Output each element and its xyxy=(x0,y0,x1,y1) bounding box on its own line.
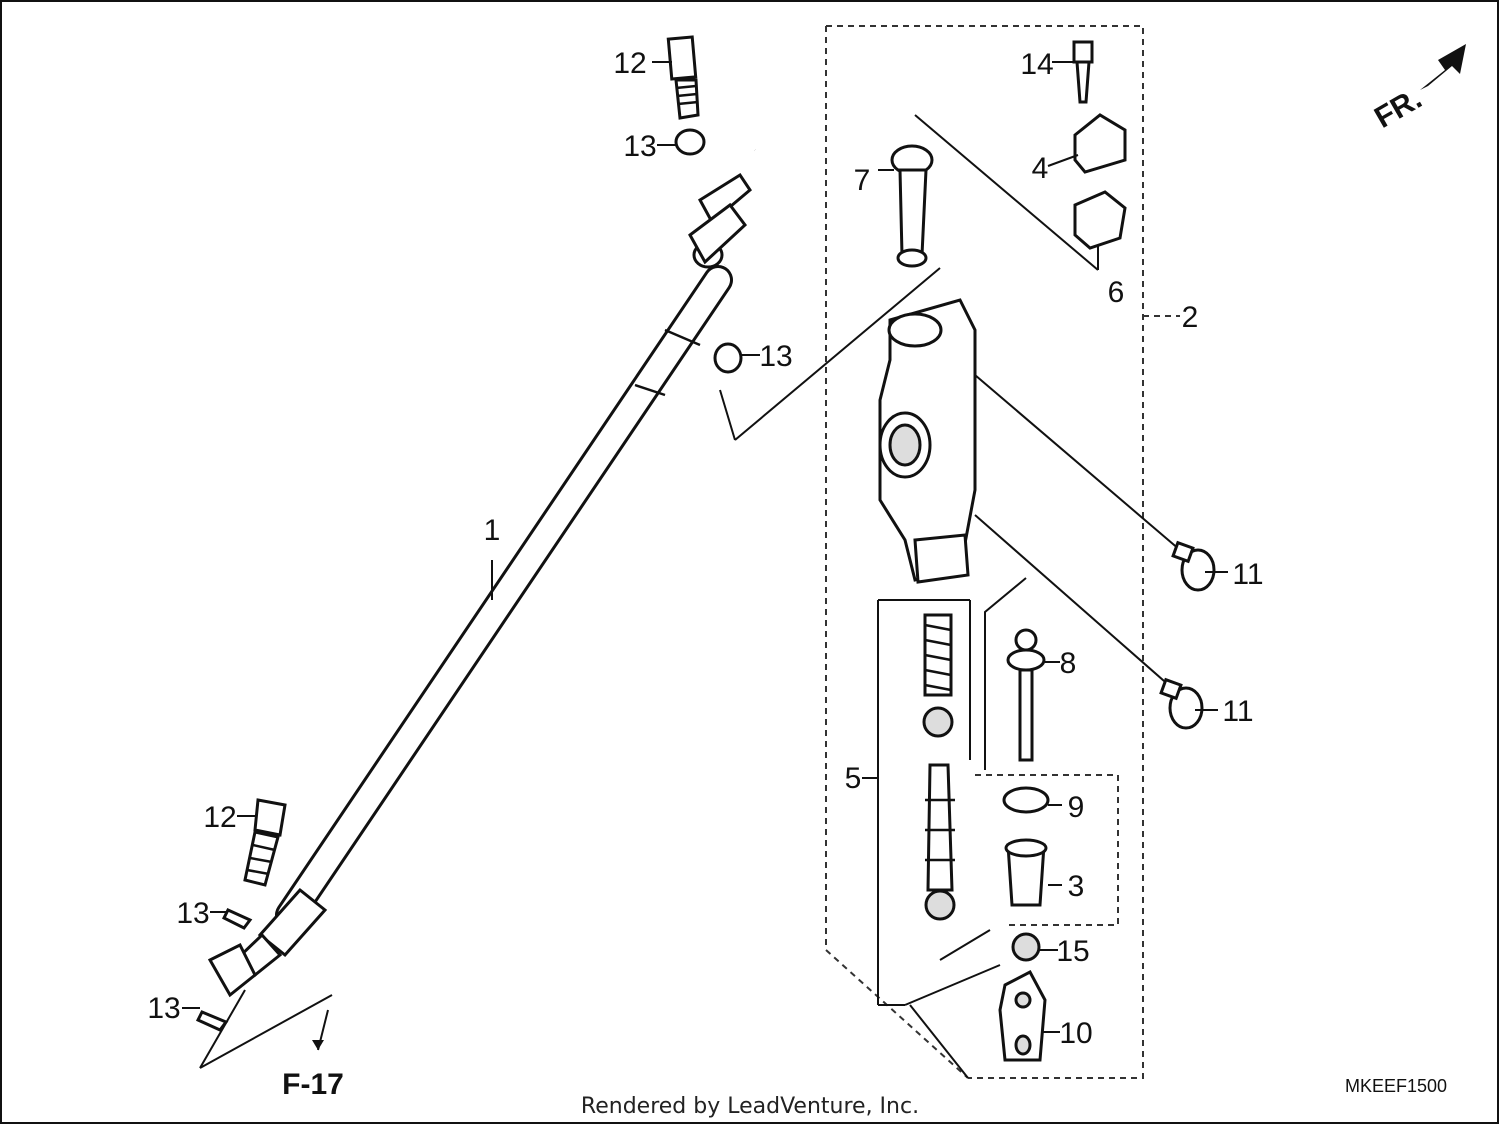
callout-15: 15 xyxy=(1056,935,1089,968)
reference-label[interactable]: F-17 xyxy=(282,1068,344,1101)
banjo-bolt-upper[interactable] xyxy=(666,35,700,120)
callout-12-lower: 12 xyxy=(203,801,236,834)
callout-14: 14 xyxy=(1020,48,1053,81)
callout-13-upper: 13 xyxy=(623,130,656,163)
primary-cup[interactable] xyxy=(922,706,954,738)
master-cylinder-body[interactable] xyxy=(878,298,977,584)
callout-10: 10 xyxy=(1059,1017,1092,1050)
sealing-washer-upper[interactable] xyxy=(674,128,706,156)
mounting-bolt-upper[interactable] xyxy=(1171,540,1216,592)
callout-1: 1 xyxy=(484,514,501,547)
callout-6: 6 xyxy=(1108,276,1125,309)
reservoir-joint[interactable] xyxy=(890,144,934,268)
assembly-outline xyxy=(826,25,1144,1079)
callout-4: 4 xyxy=(1032,152,1049,185)
front-direction-label: FR. xyxy=(1369,82,1427,135)
reservoir-cap[interactable] xyxy=(1073,113,1127,174)
credit-text: Rendered by LeadVenture, Inc. xyxy=(581,1094,919,1119)
push-rod[interactable] xyxy=(1006,628,1046,762)
circlip[interactable] xyxy=(1002,786,1050,814)
cap-plate[interactable] xyxy=(1073,190,1127,250)
callout-12-upper: 12 xyxy=(613,47,646,80)
return-spring[interactable] xyxy=(923,613,953,697)
mounting-bolt-lower[interactable] xyxy=(1159,677,1204,730)
callout-11-upper: 11 xyxy=(1232,558,1263,591)
callout-13-mid: 13 xyxy=(759,340,792,373)
sealing-washer-mid[interactable] xyxy=(713,342,743,374)
banjo-bolt-lower[interactable] xyxy=(243,798,287,887)
sealing-washer-lower-a[interactable] xyxy=(221,908,253,930)
sealing-washer-lower-b[interactable] xyxy=(195,1010,229,1032)
brake-hose[interactable] xyxy=(207,143,772,998)
callout-3: 3 xyxy=(1068,870,1085,903)
front-direction-arrow-icon xyxy=(1420,44,1466,90)
callout-7: 7 xyxy=(854,164,871,197)
callout-8: 8 xyxy=(1060,647,1077,680)
diagram-code: MKEEF1500 xyxy=(1345,1076,1447,1096)
lock-nut[interactable] xyxy=(1011,932,1041,962)
callout-13-lower-b: 13 xyxy=(147,992,180,1025)
piston[interactable] xyxy=(924,763,956,921)
callout-13-lower-a: 13 xyxy=(176,897,209,930)
callout-2: 2 xyxy=(1182,301,1199,334)
screw-14[interactable] xyxy=(1072,40,1094,104)
callout-5: 5 xyxy=(845,762,862,795)
callout-11-lower: 11 xyxy=(1222,695,1253,728)
clevis-joint[interactable] xyxy=(998,969,1047,1062)
callout-9: 9 xyxy=(1068,791,1085,824)
